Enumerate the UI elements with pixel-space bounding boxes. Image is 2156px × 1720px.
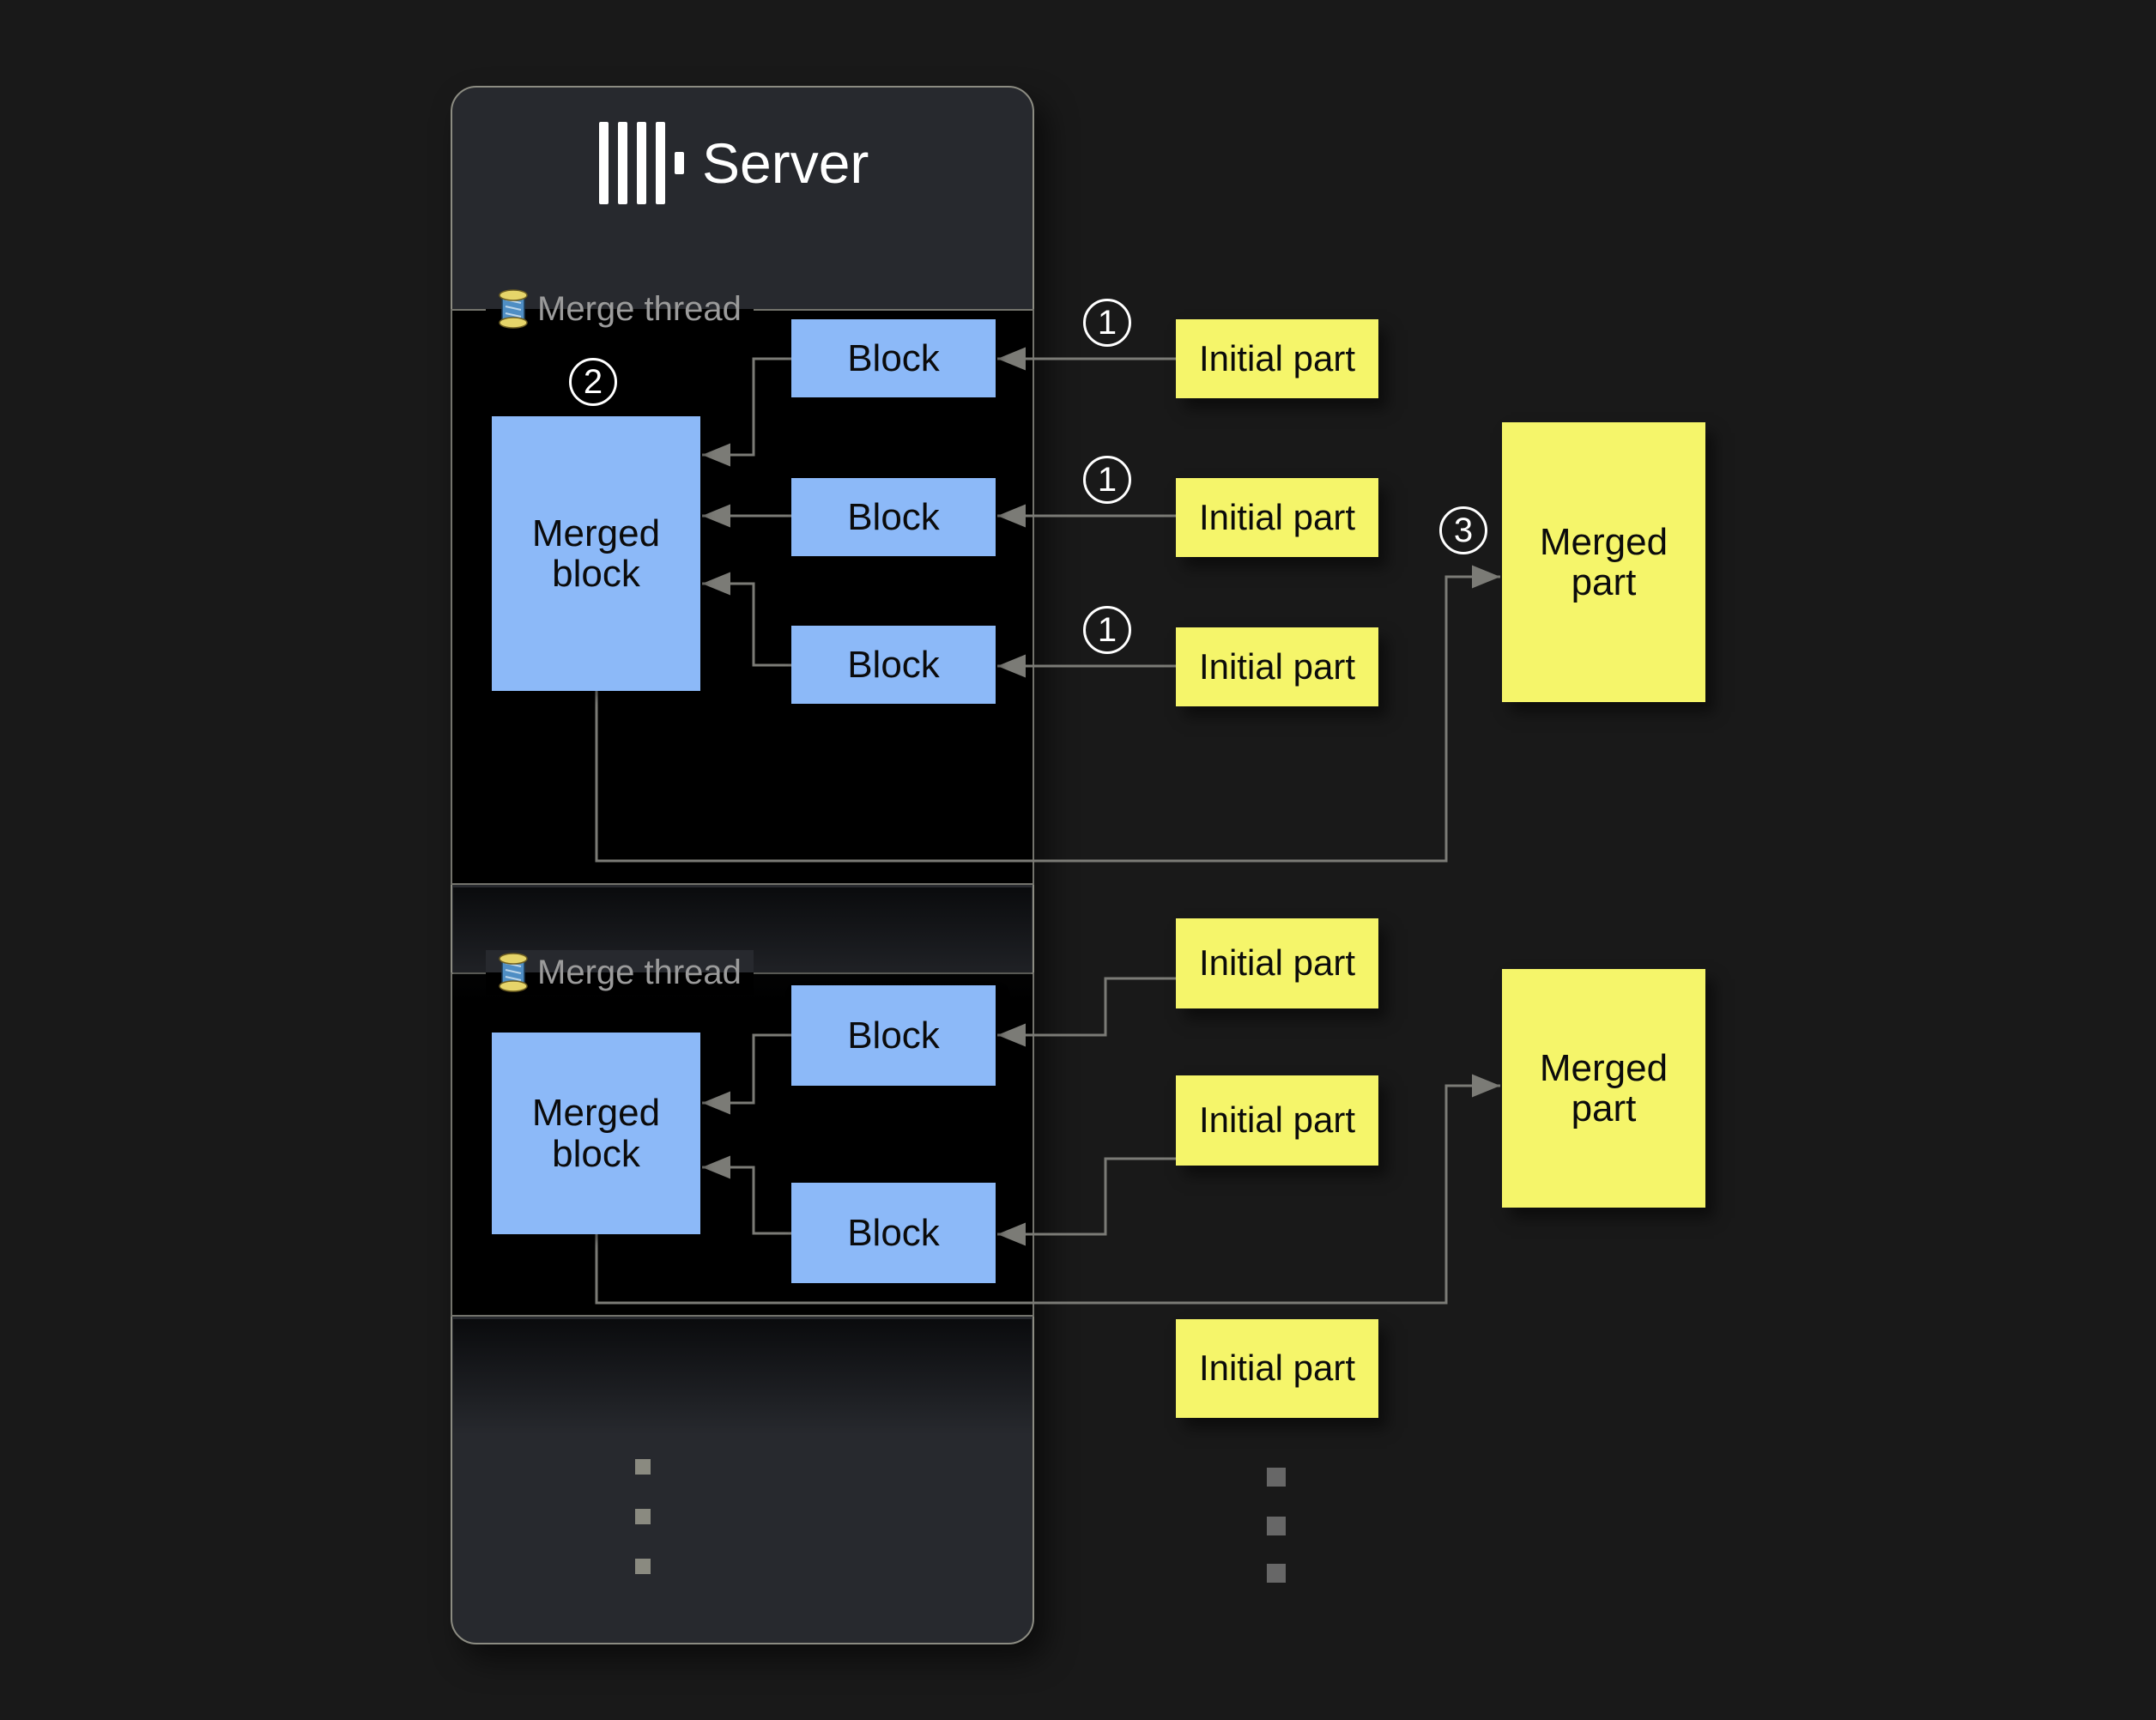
merged-block-label: Merged block [531,512,661,595]
step-badge-1: 1 [1083,299,1131,347]
section-shadow-gradient [453,1319,1032,1435]
step-badge-2: 2 [569,358,617,406]
initial-part-1: Initial part [1176,319,1378,398]
block-label: Block [847,1211,940,1254]
merge-thread-label: Merge thread [537,289,742,328]
initial-part-2: Initial part [1176,478,1378,557]
step-badge-1: 1 [1083,456,1131,504]
merged-part-1: Merged part [1502,422,1705,702]
initial-part-4: Initial part [1176,918,1378,1008]
merged-part-label: Merged part [1539,1046,1668,1130]
merged-block-2: Merged block [492,1033,700,1234]
server-title: Server [702,131,869,195]
block-5: Block [791,1183,996,1283]
initial-part-3: Initial part [1176,627,1378,706]
block-4: Block [791,985,996,1086]
merge-thread-legend-2: Merge thread [486,950,754,995]
initial-part-label: Initial part [1198,645,1356,687]
block-label: Block [847,1014,940,1057]
thread-spool-icon [499,953,528,992]
ellipsis-dot [1267,1517,1286,1535]
block-label: Block [847,643,940,686]
ellipsis-dot [635,1509,651,1524]
ellipsis-dot [635,1459,651,1475]
ellipsis-dot [1267,1564,1286,1583]
block-3: Block [791,626,996,704]
merge-thread-legend-1: Merge thread [486,287,754,331]
initial-part-label: Initial part [1198,496,1356,537]
block-label: Block [847,495,940,538]
initial-part-label: Initial part [1198,337,1356,379]
server-header: Server [451,112,1034,215]
merged-block-1: Merged block [492,416,700,691]
step-badge-1: 1 [1083,606,1131,654]
block-2: Block [791,478,996,556]
ellipsis-dot [1267,1468,1286,1487]
initial-part-5: Initial part [1176,1075,1378,1166]
initial-part-label: Initial part [1198,942,1356,984]
initial-part-label: Initial part [1198,1348,1356,1389]
merged-block-label: Merged block [531,1092,661,1175]
block-1: Block [791,319,996,397]
server-logo-icon [599,122,684,204]
step-badge-3: 3 [1439,506,1487,554]
initial-part-6: Initial part [1176,1319,1378,1418]
thread-spool-icon [499,289,528,329]
merge-thread-label: Merge thread [537,953,742,991]
merged-part-2: Merged part [1502,969,1705,1208]
block-label: Block [847,336,940,379]
merged-part-label: Merged part [1539,520,1668,603]
initial-part-label: Initial part [1198,1099,1356,1141]
ellipsis-dot [635,1559,651,1574]
